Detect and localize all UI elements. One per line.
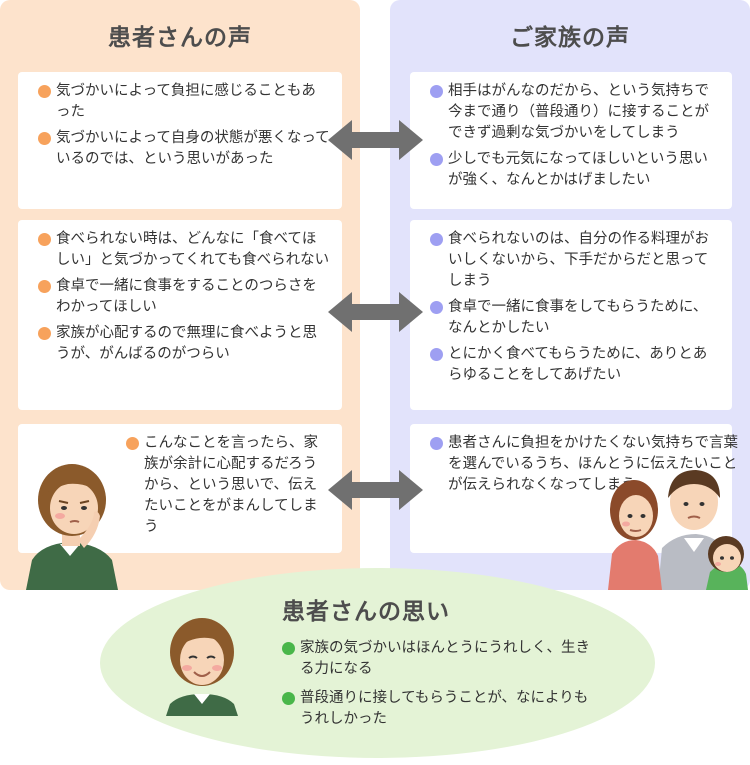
bullet-icon	[38, 132, 51, 145]
list-item: こんなことを言ったら、家族が余計に心配するだろうから、という思いで、伝えたいこと…	[126, 433, 330, 538]
list-item: 食べられないのは、自分の作る料理がおいしくないから、下手だからだと思ってしまう	[430, 229, 720, 292]
bullet-icon	[430, 301, 443, 314]
bullet-icon	[430, 153, 443, 166]
bullet-icon	[282, 692, 295, 705]
list-item: 気づかいによって負担に感じることもあった	[38, 81, 330, 123]
family-illustration	[608, 470, 748, 590]
double-headed-arrow-icon	[328, 120, 423, 160]
patient-voice-title: 患者さんの声	[108, 25, 252, 51]
list-item: 普段通りに接してもらうことが、なによりもうれしかった	[282, 688, 602, 730]
bullet-icon	[38, 85, 51, 98]
smiling-patient-illustration	[166, 618, 238, 716]
list-item: 患者さんに負担をかけたくない気持ちで言葉を選んでいるうち、ほんとうに伝えたいこと…	[430, 433, 740, 496]
bullet-icon	[282, 642, 295, 655]
list-item: 食卓で一緒に食事をすることのつらさをわかってほしい	[38, 276, 330, 318]
family-card-1: 相手はがんなのだから、という気持ちで今まで通り（普段通り）に接することができず過…	[410, 72, 732, 209]
patient-thoughts-list: 家族の気づかいはほんとうにうれしく、生きる力になる 普段通りに接してもらうことが…	[282, 638, 602, 738]
family-voice-panel: ご家族の声 相手はがんなのだから、という気持ちで今まで通り（普段通り）に接するこ…	[390, 0, 750, 590]
bullet-icon	[38, 280, 51, 293]
bullet-icon	[38, 233, 51, 246]
patient-card-2: 食べられない時は、どんなに「食べてほしい」と気づかってくれても食べられない 食卓…	[18, 220, 342, 410]
bullet-icon	[38, 327, 51, 340]
family-voice-title: ご家族の声	[510, 25, 630, 51]
family-card-2: 食べられないのは、自分の作る料理がおいしくないから、下手だからだと思ってしまう …	[410, 220, 732, 410]
bullet-icon	[430, 437, 443, 450]
list-item: 相手はがんなのだから、という気持ちで今まで通り（普段通り）に接することができず過…	[430, 81, 720, 144]
list-item: とにかく食べてもらうために、ありとあらゆることをしてあげたい	[430, 344, 720, 386]
list-item: 家族が心配するので無理に食べようと思うが、がんばるのがつらい	[38, 323, 330, 365]
list-item: 食べられない時は、どんなに「食べてほしい」と気づかってくれても食べられない	[38, 229, 330, 271]
double-headed-arrow-icon	[328, 292, 423, 332]
list-item: 家族の気づかいはほんとうにうれしく、生きる力になる	[282, 638, 602, 680]
patient-thoughts-title: 患者さんの思い	[282, 599, 450, 625]
bullet-icon	[430, 85, 443, 98]
patient-card-1: 気づかいによって負担に感じることもあった 気づかいによって自身の状態が悪くなって…	[18, 72, 342, 209]
double-headed-arrow-icon	[328, 470, 423, 510]
list-item: 少しでも元気になってほしいという思いが強く、なんとかはげましたい	[430, 149, 720, 191]
bullet-icon	[126, 437, 139, 450]
list-item: 食卓で一緒に食事をしてもらうために、なんとかしたい	[430, 297, 720, 339]
bullet-icon	[430, 233, 443, 246]
list-item: 気づかいによって自身の状態が悪くなっているのでは、という思いがあった	[38, 128, 330, 170]
worried-patient-illustration	[26, 464, 118, 590]
bullet-icon	[430, 348, 443, 361]
